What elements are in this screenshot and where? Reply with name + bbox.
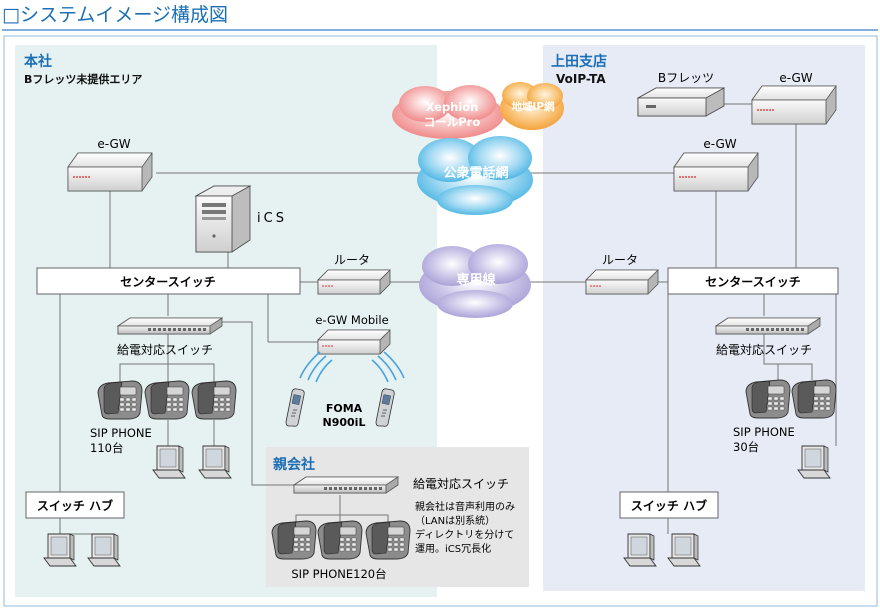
- cloud-koshu: 公衆電話網: [417, 136, 533, 215]
- cloud-label-xephion-2: コールPro: [424, 115, 481, 129]
- power-switch-oya-label: 給電対応スイッチ: [413, 477, 509, 491]
- wireless-waves: [299, 351, 405, 383]
- power-switch-oya-device: [293, 476, 399, 494]
- sip-phone-oya-1: [271, 520, 317, 560]
- cloud-label-xephion-1: Xephion: [426, 100, 479, 114]
- egw-mobile-device: [317, 329, 391, 355]
- oya-note-4: 運用。iCS冗長化: [415, 542, 491, 555]
- region-oyagaisha: [266, 447, 529, 587]
- sip-phone-oya-3: [365, 520, 411, 560]
- laptop-ueda-2: [623, 533, 657, 567]
- cloud-xephion: Xephion コールPro: [392, 85, 504, 139]
- ics-label: iCS: [257, 211, 287, 226]
- laptop-honsha-2: [198, 445, 232, 479]
- region-label-ueda: 上田支店: [551, 53, 607, 70]
- sip-phone-honsha-2: [144, 380, 190, 420]
- sip-phone-oya-2: [317, 520, 363, 560]
- center-switch-ueda-label: センタースイッチ: [705, 275, 800, 289]
- center-switch-ueda: [667, 267, 839, 295]
- oya-note-2: （LANは別系統）: [415, 514, 495, 527]
- sip-phone-honsha-1: [97, 380, 143, 420]
- laptop-honsha-4: [87, 533, 121, 567]
- laptop-honsha-1: [152, 445, 186, 479]
- power-switch-ueda-device: [715, 317, 821, 335]
- sip-ueda-label-2: 30台: [733, 440, 759, 454]
- foma-label-2: N900iL: [323, 416, 366, 429]
- egw-ueda-top-device: [751, 85, 837, 125]
- egw-ueda-mid-label: e-GW: [703, 137, 736, 151]
- sip-phone-ueda-1: [745, 379, 791, 419]
- switch-hub-honsha-label: スイッチ ハブ: [37, 498, 113, 513]
- switch-hub-ueda-label: スイッチ ハブ: [631, 498, 707, 513]
- egw-honsha-label: e-GW: [97, 137, 130, 151]
- cloud-label-koshu: 公衆電話網: [443, 165, 508, 181]
- egw-mobile-label: e-GW Mobile: [315, 313, 388, 327]
- ics-server: [194, 185, 252, 253]
- switch-hub-honsha: [25, 491, 125, 519]
- sip-phone-ueda-2: [791, 379, 837, 419]
- router-honsha-device: [317, 269, 391, 295]
- page-title: □システムイメージ構成図: [2, 4, 228, 26]
- laptop-ueda-3: [667, 533, 701, 567]
- sip-honsha-label-1: SIP PHONE: [90, 426, 152, 440]
- cloud-label-senyo: 専用線: [456, 272, 496, 288]
- cloud-chiiki-ip: 地域IP網: [500, 82, 564, 130]
- cloud-label-chiiki: 地域IP網: [511, 100, 555, 113]
- power-switch-honsha-label: 給電対応スイッチ: [117, 343, 213, 357]
- region-label-oyagaisha: 親会社: [273, 456, 315, 473]
- sip-honsha-label-2: 110台: [90, 441, 123, 455]
- egw-honsha-device: [67, 152, 153, 192]
- cloud-senyo: 専用線: [419, 244, 531, 318]
- power-switch-honsha-device: [117, 317, 223, 335]
- laptop-ueda-1: [797, 445, 831, 479]
- oya-note-1: 親会社は音声利用のみ: [415, 500, 515, 513]
- center-switch-honsha-label: センタースイッチ: [120, 275, 215, 289]
- router-ueda-label: ルータ: [602, 253, 638, 267]
- sip-oya-label: SIP PHONE120台: [291, 567, 386, 581]
- switch-hub-ueda: [619, 491, 719, 519]
- region-label-honsha: 本社: [24, 53, 52, 70]
- oya-note-3: ディレクトリを分けて: [415, 528, 514, 541]
- region-note-honsha: Bフレッツ未提供エリア: [24, 72, 142, 86]
- voip-ta-device: [636, 87, 726, 117]
- egw-ueda-top-label: e-GW: [779, 71, 812, 85]
- voip-ta-label: VoIP-TA: [556, 72, 606, 86]
- center-switch-honsha: [36, 267, 301, 295]
- power-switch-ueda-label: 給電対応スイッチ: [716, 343, 812, 357]
- laptop-honsha-3: [43, 533, 77, 567]
- sip-phone-honsha-3: [191, 380, 237, 420]
- egw-ueda-mid-device: [673, 152, 759, 192]
- router-ueda-device: [585, 269, 659, 295]
- bflets-label: Bフレッツ: [658, 71, 714, 85]
- sip-ueda-label-1: SIP PHONE: [733, 425, 795, 439]
- foma-label-1: FOMA: [326, 402, 363, 415]
- router-honsha-label: ルータ: [334, 253, 370, 267]
